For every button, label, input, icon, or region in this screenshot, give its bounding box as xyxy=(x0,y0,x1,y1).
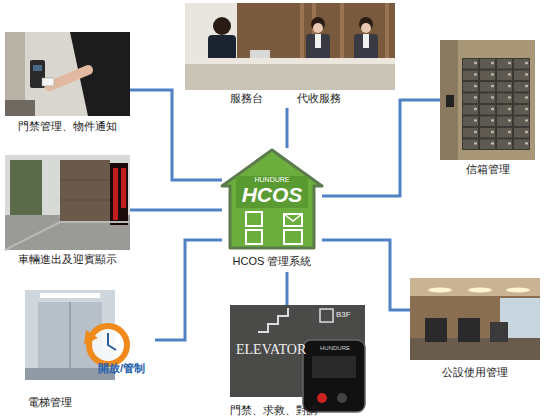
ceiling-light xyxy=(506,288,530,293)
staff-shirt xyxy=(363,34,369,48)
photo-background xyxy=(5,155,130,250)
wood-slat xyxy=(300,3,304,63)
ceiling-light xyxy=(40,293,100,298)
car-icon xyxy=(284,230,302,244)
house-icon xyxy=(222,150,322,248)
elevator-symbol xyxy=(320,309,333,322)
mailbox-grid xyxy=(462,58,530,150)
photo-background xyxy=(410,278,540,360)
node-text: 公設使用管理 xyxy=(410,366,540,379)
device-button xyxy=(337,393,347,403)
node-box: 門禁管理、物件通知 xyxy=(5,32,130,134)
photo-background xyxy=(185,3,395,90)
stairs-symbol xyxy=(258,308,288,332)
led-glyphs xyxy=(121,168,126,208)
road-edge xyxy=(5,222,130,250)
node-text: 車輛進出及迎賓顯示 xyxy=(5,253,130,266)
image-label: ELEVATOR xyxy=(236,342,306,357)
person-head xyxy=(213,17,231,35)
connector-line xyxy=(130,209,222,212)
wood-slat xyxy=(340,3,344,63)
image-label: B3F xyxy=(336,311,351,320)
image-label: HUNDURE xyxy=(320,345,350,352)
photo-background xyxy=(440,40,535,160)
node-box: 電梯管理 xyxy=(20,288,155,412)
elevator-icon xyxy=(246,230,262,244)
node-box: 車輛進出及迎賓顯示 xyxy=(5,155,130,268)
staff-vest xyxy=(354,34,378,62)
node-text: 門禁、求救、對講 xyxy=(230,404,318,416)
node-text: 信箱管理 xyxy=(440,163,535,176)
ceiling-light xyxy=(428,288,452,293)
photo-background xyxy=(5,32,130,116)
clock-hands xyxy=(108,333,116,350)
wall-strip xyxy=(440,40,458,160)
connector-line xyxy=(286,272,289,305)
led-glyphs xyxy=(113,168,118,220)
node-box: 公設使用管理 xyxy=(410,278,540,382)
door-seam xyxy=(69,302,71,370)
connector-line xyxy=(322,240,410,310)
staff-face xyxy=(313,23,323,33)
wood-slat xyxy=(385,3,389,63)
treadmill xyxy=(425,318,447,342)
exercise-machine xyxy=(490,322,508,342)
node-text: HCOS 管理系統 xyxy=(222,255,322,268)
wall-line xyxy=(60,200,110,201)
rotate-symbol xyxy=(89,326,127,364)
device-screen xyxy=(312,356,356,378)
node-text: HCOS xyxy=(222,183,322,207)
ceiling xyxy=(410,278,540,296)
reader-window xyxy=(33,65,42,71)
door-icon xyxy=(246,212,262,226)
node-box: 服務台 代收服務 xyxy=(185,3,395,108)
staff-vest xyxy=(306,34,330,62)
node-box: HUNDUREHCOS HCOS 管理系統 xyxy=(222,148,322,272)
node-text: HUNDURE xyxy=(222,176,322,184)
reader-device xyxy=(446,95,454,107)
connector-line xyxy=(286,108,289,148)
node-text: 門禁管理、物件通知 xyxy=(5,120,130,133)
mail-icon xyxy=(284,214,302,221)
intercom-device xyxy=(303,340,365,412)
tree xyxy=(10,160,42,215)
access-card xyxy=(42,78,54,86)
image-label: 開放/管制 xyxy=(98,362,145,374)
staff-face xyxy=(361,23,371,33)
counter-top xyxy=(185,58,395,64)
connector-line xyxy=(130,90,222,180)
staff-shirt xyxy=(315,34,321,48)
rotate-arrowhead xyxy=(84,330,98,344)
ceiling-light xyxy=(468,288,492,293)
node-text: 服務台 xyxy=(230,92,263,105)
counter xyxy=(185,64,395,90)
connector-line xyxy=(322,100,440,196)
connector-line xyxy=(155,240,222,340)
node-text: 電梯管理 xyxy=(28,396,72,409)
treadmill xyxy=(458,318,480,342)
mail-icon xyxy=(284,214,302,226)
node-text: 代收服務 xyxy=(297,92,341,105)
wall-line xyxy=(60,180,110,181)
building-wall xyxy=(60,160,110,222)
floor-shadow xyxy=(5,100,35,116)
node-box: 門禁、求救、對講 xyxy=(228,305,368,417)
node-box: 信箱管理 xyxy=(440,40,535,178)
hand xyxy=(50,70,88,86)
led-sign xyxy=(110,163,128,225)
connector-group xyxy=(130,90,440,340)
sos-button xyxy=(317,393,327,403)
desk-item xyxy=(250,50,270,58)
